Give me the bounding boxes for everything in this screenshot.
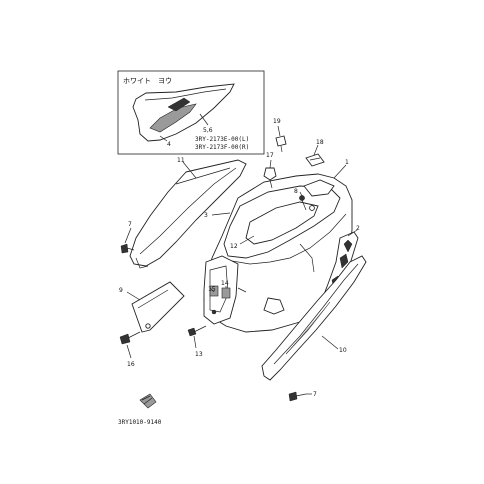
inset-title: ホワイト ヨウ <box>123 77 172 85</box>
callout-8: 8 <box>294 188 298 195</box>
stripe-mark-1 <box>343 239 353 253</box>
part-11-side-cover-left <box>129 159 247 269</box>
fastener-13 <box>187 325 207 337</box>
leader-2 <box>347 229 358 237</box>
fastener-16 <box>119 331 141 345</box>
side-cover-inner-line <box>139 167 237 255</box>
screw-7-left <box>120 243 135 254</box>
inset-decal <box>149 103 197 133</box>
lower-cover-shading <box>285 301 331 355</box>
callout-13: 13 <box>195 351 203 358</box>
callout-2: 2 <box>356 225 360 232</box>
inset-part-number-left: 3RY-2173E-00(L) <box>195 136 249 143</box>
key-detail <box>139 393 157 409</box>
part-1-rear-cowl <box>203 173 353 333</box>
leader-17 <box>269 159 272 169</box>
bolt-8-head <box>299 195 305 201</box>
inset-callout-5-6: 5,6 <box>203 127 213 134</box>
clip-17-pin <box>269 179 273 189</box>
inset-leader-4 <box>159 135 168 142</box>
bracket-18-body <box>305 153 325 167</box>
leader-3 <box>211 212 231 216</box>
lamp-bracket-15 <box>209 285 219 297</box>
callout-10: 10 <box>339 347 347 354</box>
fastener-16-head <box>119 333 131 345</box>
callout-17: 17 <box>266 152 274 159</box>
callout-18: 18 <box>316 139 324 146</box>
bracket-18-slot <box>309 157 321 161</box>
bolt-8-shank <box>301 199 307 211</box>
plate-panel-hole <box>145 323 151 329</box>
inset-callout-4: 4 <box>167 141 171 148</box>
lamp-housing-inner <box>209 265 229 313</box>
screw-head <box>120 243 129 254</box>
inset-leader-56 <box>199 113 209 126</box>
leader-15 <box>209 287 215 293</box>
fastener-13-shank <box>193 325 207 333</box>
callout-16: 16 <box>127 361 135 368</box>
bracket-18 <box>305 153 325 167</box>
screw-shank-right <box>295 393 307 397</box>
cowl-vent <box>263 297 285 315</box>
leader-19 <box>277 125 281 137</box>
screw-shank <box>126 247 135 251</box>
callout-12: 12 <box>230 243 238 250</box>
tail-lamp-housing <box>203 255 239 325</box>
grommet-19-stem <box>280 145 283 153</box>
leader-13 <box>193 335 197 349</box>
stripe-mark-2 <box>339 253 349 269</box>
key-detail-lines <box>141 395 153 405</box>
callout-1: 1 <box>345 159 349 166</box>
leader-1 <box>333 164 347 179</box>
inset-part-number-right: 3RY-2173F-00(R) <box>195 144 249 151</box>
side-cover-edge <box>175 167 231 185</box>
callout-9: 9 <box>119 287 123 294</box>
grommet-19-body <box>275 135 287 147</box>
part-9-plate-panel <box>131 281 185 333</box>
screw-7-right <box>288 391 307 402</box>
inset-panel: ホワイト ヨウ 5,6 4 3RY-2173E-00(L) 3RY-2173F-… <box>117 70 265 155</box>
leader-16 <box>126 344 132 359</box>
callout-15: 15 <box>208 286 216 293</box>
callout-3: 3 <box>204 212 208 219</box>
leader-11 <box>182 161 197 179</box>
callout-19: 19 <box>273 118 281 125</box>
lamp-housing-body <box>203 255 239 325</box>
inset-decal-mark <box>167 97 191 112</box>
callout-14: 14 <box>221 280 229 287</box>
leader-9 <box>126 291 141 301</box>
cowl-seat-recess <box>245 201 319 245</box>
inset-cover-edge <box>144 88 227 101</box>
leader-8 <box>299 191 303 197</box>
leader-12 <box>239 235 255 245</box>
callout-7-right: 7 <box>313 391 317 398</box>
plate-panel-body <box>131 281 185 333</box>
cowl-detail-2 <box>299 243 315 273</box>
side-cover-body <box>129 159 247 267</box>
leader-18 <box>313 144 319 156</box>
cowl-rear-grab <box>303 179 335 197</box>
leader-7-left <box>124 227 132 244</box>
callout-11: 11 <box>177 157 185 164</box>
clip-17-body <box>263 167 277 181</box>
lamp-bracket-14 <box>221 287 231 299</box>
lower-cover-line <box>273 263 359 365</box>
side-cover-tab <box>135 257 149 269</box>
plate-panel-edge <box>137 289 169 309</box>
screw-head-right <box>288 391 298 402</box>
lamp-screw <box>211 309 217 315</box>
part-10-side-cover-right <box>261 255 367 381</box>
leader-10 <box>321 335 339 350</box>
fastener-13-head <box>187 327 197 337</box>
cowl-detail-1 <box>237 287 247 293</box>
grommet-19 <box>275 135 287 153</box>
callout-7-left: 7 <box>128 221 132 228</box>
clip-17 <box>263 167 277 189</box>
catalog-code: 3RY1010-9140 <box>118 419 162 426</box>
fastener-16-shank <box>127 331 141 339</box>
cowl-bolt-hole <box>309 205 315 211</box>
